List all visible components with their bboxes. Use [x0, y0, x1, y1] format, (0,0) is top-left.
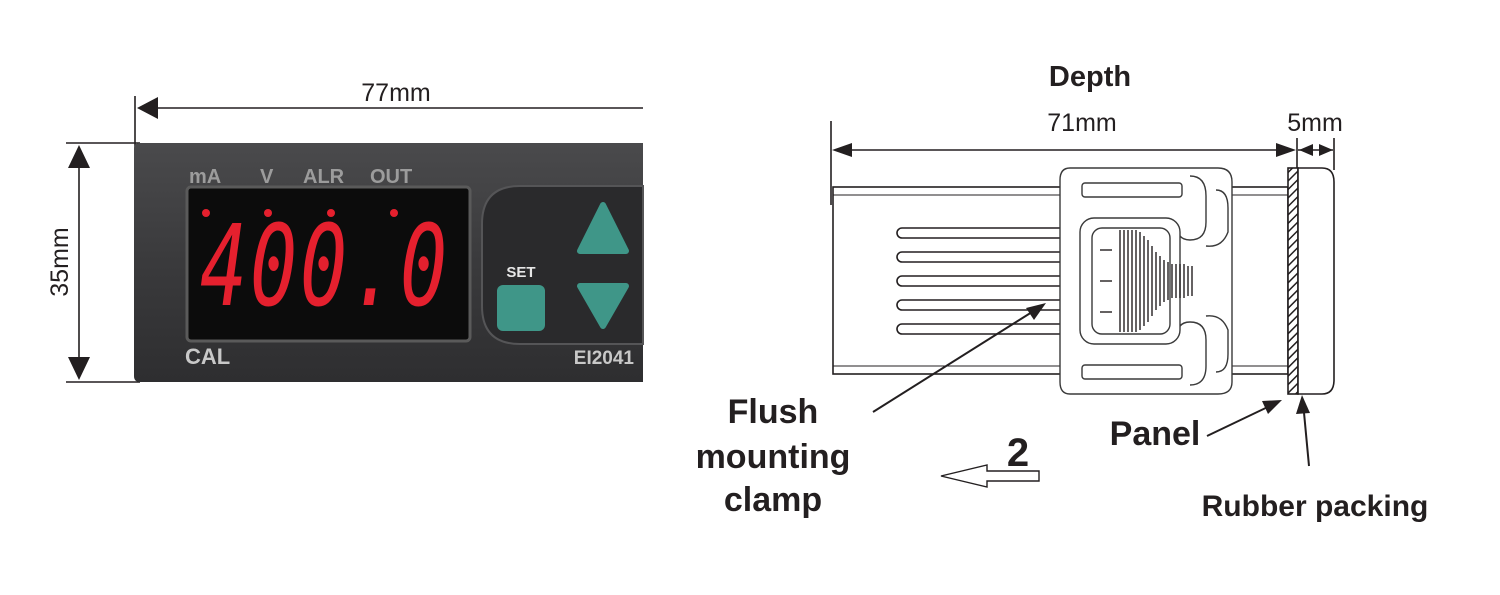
indicator-out-led: [390, 209, 398, 217]
arrowhead-icon: [1296, 395, 1310, 414]
arrowhead-icon: [1276, 143, 1296, 157]
clamp-callout: Flush mounting clamp: [696, 303, 1046, 519]
indicator-ma-label: mA: [189, 166, 221, 188]
height-label: 35mm: [46, 227, 74, 296]
indicator-v-led: [264, 209, 272, 217]
mounting-clamp: [1059, 167, 1233, 395]
indicator-ma-led: [202, 209, 210, 217]
arrowhead-down-icon: [68, 357, 90, 380]
clamp-screw: [1119, 230, 1193, 332]
up-arrow-button[interactable]: [577, 202, 629, 254]
depth-label: 71mm: [1047, 109, 1116, 137]
arrowhead-up-icon: [68, 145, 90, 168]
clamp-label-line1: Flush: [728, 393, 819, 431]
slide-direction-arrow-icon: [940, 464, 1040, 488]
height-dimension: 35mm: [46, 142, 140, 383]
arrowhead-icon: [1299, 144, 1313, 156]
panel-callout: Panel: [1110, 400, 1282, 453]
front-view: 77mm 35mm mA V ALR OUT 400.0 CAL: [46, 79, 644, 383]
rubber-packing: [1297, 167, 1335, 395]
down-arrow-button[interactable]: [577, 283, 629, 329]
set-button[interactable]: [497, 285, 545, 331]
controller-front-panel: mA V ALR OUT 400.0 CAL SET EI2041: [134, 143, 644, 382]
depth-dimension: 71mm 5mm: [830, 109, 1343, 205]
depth-title: Depth: [1049, 61, 1131, 93]
controller-housing: [832, 167, 1335, 395]
clamp-label-line2: mounting: [696, 438, 851, 476]
clamp-label-line3: clamp: [724, 481, 822, 519]
packing-depth-label: 5mm: [1287, 109, 1343, 137]
arrowhead-icon: [1262, 400, 1282, 414]
indicator-alr-label: ALR: [303, 166, 345, 188]
rubber-packing-label: Rubber packing: [1202, 490, 1429, 523]
arrowhead-icon: [137, 97, 158, 119]
indicator-alr-led: [327, 209, 335, 217]
brand-label: CAL: [185, 344, 230, 369]
display-value: 400.0: [200, 202, 450, 332]
arrowhead-icon: [832, 143, 852, 157]
step-number: 2: [1007, 431, 1029, 475]
set-button-label: SET: [506, 264, 535, 281]
side-view: Depth 71mm 5mm: [696, 61, 1429, 523]
step-indicator: 2: [940, 431, 1040, 488]
arrowhead-icon: [1319, 144, 1333, 156]
indicator-v-label: V: [260, 166, 274, 188]
width-label: 77mm: [361, 79, 430, 107]
housing-slots: [896, 227, 1083, 335]
width-dimension: 77mm: [134, 79, 643, 240]
model-label: EI2041: [574, 348, 635, 369]
led-display: [185, 185, 472, 343]
panel-label: Panel: [1110, 415, 1201, 453]
indicator-out-label: OUT: [370, 166, 412, 188]
panel-section: [1287, 167, 1299, 395]
arrowhead-icon: [1026, 303, 1046, 320]
packing-callout: Rubber packing: [1202, 395, 1429, 523]
